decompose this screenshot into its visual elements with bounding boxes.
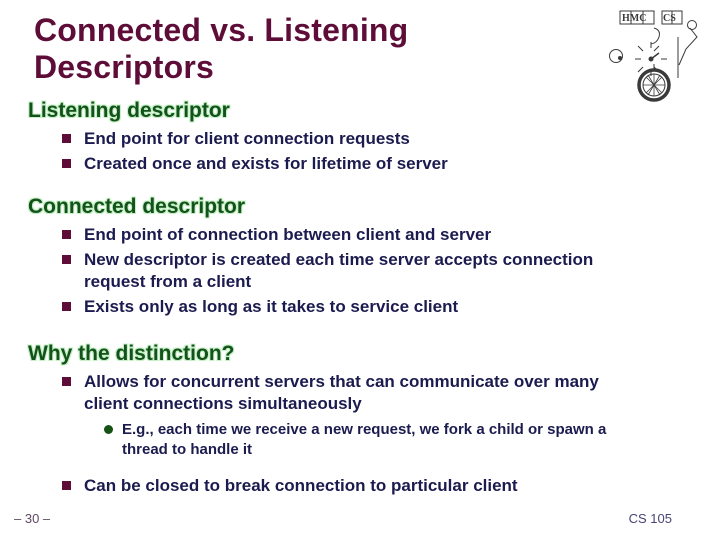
slide-title: Connected vs. Listening Descriptors bbox=[34, 12, 409, 85]
square-bullet-icon bbox=[62, 134, 71, 143]
sub-bullet-text: E.g., each time we receive a new request… bbox=[122, 421, 607, 458]
bullet-item: Can be closed to break connection to par… bbox=[62, 475, 617, 497]
section-heading: Listening descriptor bbox=[28, 99, 230, 122]
course-label: CS 105 bbox=[628, 511, 672, 526]
bullet-text: Allows for concurrent servers that can c… bbox=[84, 372, 599, 413]
square-bullet-icon bbox=[62, 377, 71, 386]
slide-number: – 30 – bbox=[14, 511, 51, 526]
bullet-text: Can be closed to break connection to par… bbox=[84, 476, 518, 495]
square-bullet-icon bbox=[62, 302, 71, 311]
bullet-text: End point for client connection requests bbox=[84, 129, 410, 148]
square-bullet-icon bbox=[62, 481, 71, 490]
bullet-text: Created once and exists for lifetime of … bbox=[84, 154, 448, 173]
bullet-item: Allows for concurrent servers that can c… bbox=[62, 371, 617, 415]
section-heading: Why the distinction? bbox=[28, 342, 235, 365]
bullet-item: End point of connection between client a… bbox=[62, 224, 617, 246]
section-connected-descriptor: Connected descriptor End point of connec… bbox=[0, 195, 720, 318]
logo-text-cs: CS bbox=[663, 13, 676, 24]
square-bullet-icon bbox=[62, 159, 71, 168]
logo-text-hmc: HMC bbox=[622, 13, 646, 24]
hmc-cs-logo: HMC CS bbox=[609, 10, 698, 102]
circle-bullet-icon bbox=[104, 425, 113, 434]
section-heading: Connected descriptor bbox=[28, 195, 246, 218]
bullet-item: End point for client connection requests bbox=[62, 128, 617, 150]
bullet-text: New descriptor is created each time serv… bbox=[84, 250, 594, 291]
sub-bullet-item: E.g., each time we receive a new request… bbox=[104, 420, 619, 460]
section-why-the-distinction: Why the distinction? Allows for concurre… bbox=[0, 342, 720, 497]
square-bullet-icon bbox=[62, 230, 71, 239]
bullet-item: Exists only as long as it takes to servi… bbox=[62, 296, 617, 318]
bullet-item: New descriptor is created each time serv… bbox=[62, 249, 617, 293]
bullet-text: Exists only as long as it takes to servi… bbox=[84, 297, 459, 316]
square-bullet-icon bbox=[62, 255, 71, 264]
section-listening-descriptor: Listening descriptor End point for clien… bbox=[0, 99, 720, 175]
bullet-item: Created once and exists for lifetime of … bbox=[62, 153, 617, 175]
bullet-text: End point of connection between client a… bbox=[84, 225, 492, 244]
